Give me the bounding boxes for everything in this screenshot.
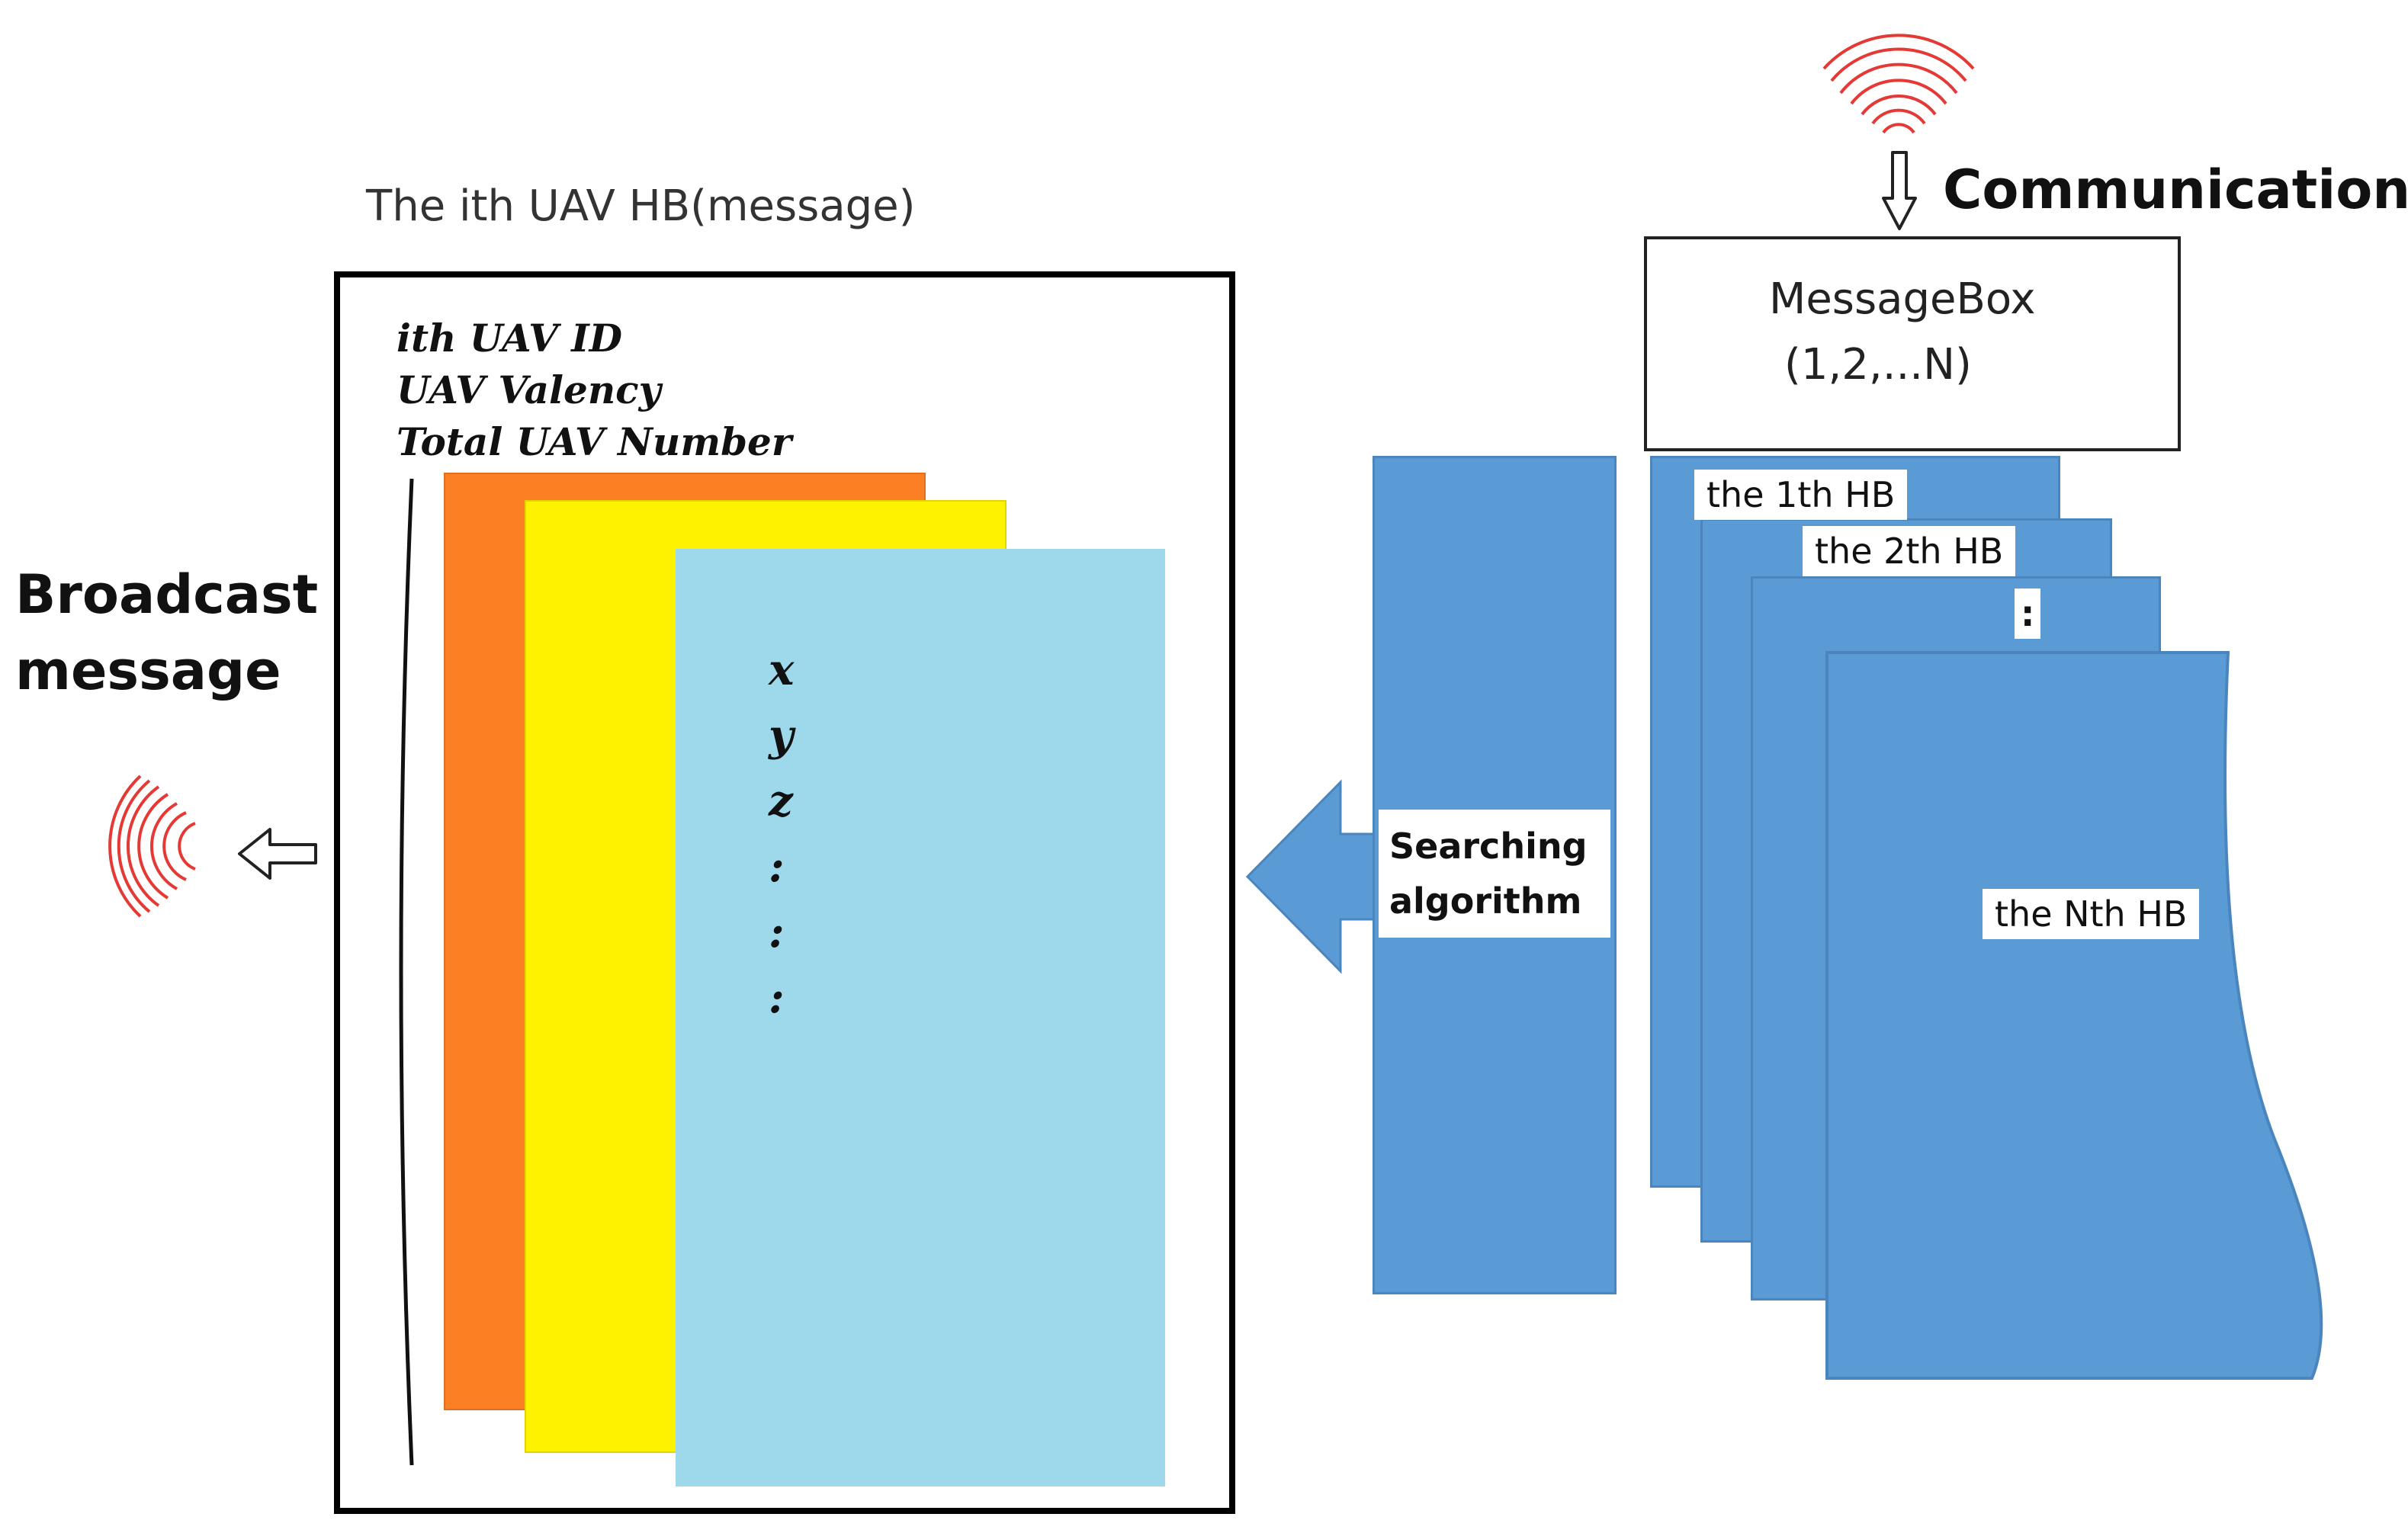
message-title: The ith UAV HB(message)	[366, 181, 916, 231]
communication-arrow-icon	[1882, 151, 1917, 230]
coordinate-list: x y z : : :	[769, 637, 794, 1031]
hb-label-n: the Nth HB	[1983, 889, 2200, 939]
broadcast-message-label: Broadcast message	[15, 556, 318, 709]
coord-x: x	[769, 645, 795, 695]
broadcast-arrow-icon	[238, 828, 317, 880]
coord-dots-3: :	[769, 973, 785, 1023]
hb-label-1: the 1th HB	[1694, 470, 1908, 520]
communication-label: Communication	[1943, 159, 2408, 221]
hb-card-n	[1825, 651, 2323, 1380]
hb-ellipsis: :	[2015, 589, 2041, 639]
messagebox-title: MessageBox	[1769, 274, 2036, 324]
uav-valency-field: UAV Valency	[397, 367, 661, 412]
total-uav-number-field: Total UAV Number	[397, 419, 792, 464]
layer-light-blue	[676, 549, 1165, 1486]
uav-id-field: ith UAV ID	[397, 316, 623, 361]
broadcast-line1: Broadcast	[15, 563, 319, 626]
coord-y: y	[769, 710, 794, 761]
searching-line2: algorithm	[1389, 880, 1582, 922]
message-header-fields: ith UAV ID UAV Valency Total UAV Number	[397, 313, 791, 468]
searching-line1: Searching	[1389, 826, 1588, 867]
messagebox-range: (1,2,...N)	[1784, 340, 1972, 390]
coord-z: z	[769, 776, 793, 826]
messagebox	[1644, 236, 2181, 451]
hb-label-2: the 2th HB	[1803, 526, 2016, 576]
broadcast-line2: message	[15, 640, 281, 702]
communication-signal-icon	[1822, 34, 1975, 134]
searching-label: Searching algorithm	[1379, 810, 1610, 938]
coord-dots-2: :	[769, 907, 785, 957]
broadcast-signal-icon	[108, 775, 196, 918]
coord-dots-1: :	[769, 842, 785, 892]
bracket-line	[399, 478, 414, 1466]
